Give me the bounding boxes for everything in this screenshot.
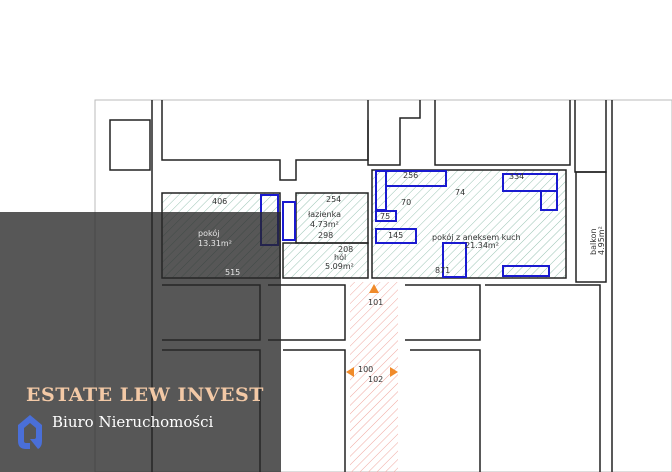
room-lazienka [295,192,369,244]
aneks-area: 21.34m² [465,241,499,250]
dim-208: 208 [338,245,353,254]
dim-254: 254 [326,195,341,204]
hol-label: hól [334,252,346,262]
room-aneks [371,169,567,279]
corridor-100: 100 [358,365,373,374]
balkon-label: balkon [589,228,598,255]
dim-75: 75 [380,212,390,221]
arrow-icons [346,284,398,377]
house-logo-icon [18,415,42,449]
room-hol [282,242,369,279]
brand-overlay [0,212,281,472]
dim-256: 256 [403,171,418,180]
lazienka-area: 4.73m² [310,220,339,229]
brand-name: ESTATE LEW INVEST [26,384,264,406]
dim-871: 871 [435,266,450,275]
dim-70: 70 [401,198,411,207]
aneks-label: pokój z aneksem kuch [432,232,521,242]
corridor-101: 101 [368,298,383,307]
balkon-area: 4.95m² [597,226,606,255]
corridor-102: 102 [368,375,383,384]
apartment [161,169,607,472]
dim-74: 74 [455,188,465,197]
dim-406: 406 [212,197,227,206]
brand-subtitle: Biuro Nieruchomości [52,413,214,431]
lazienka-label: łazienka [308,210,341,219]
hol-area: 5.09m² [325,262,354,271]
dim-334: 334 [509,172,524,181]
dim-145: 145 [388,231,403,240]
dim-298: 298 [318,231,333,240]
furniture [260,170,558,278]
